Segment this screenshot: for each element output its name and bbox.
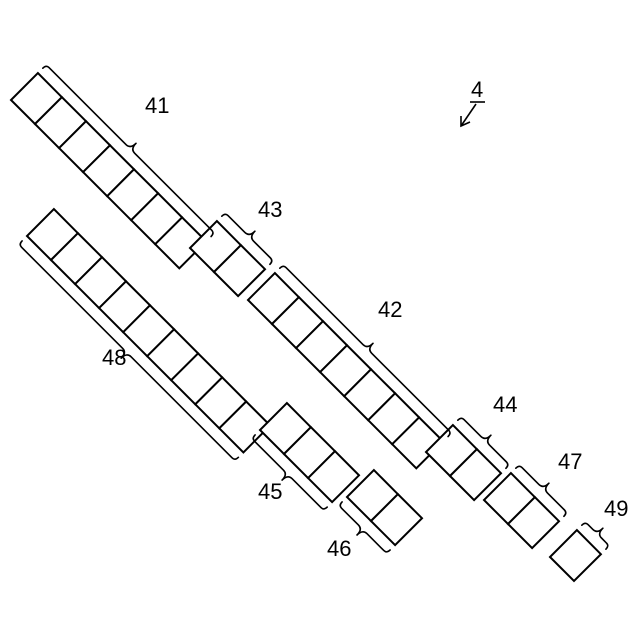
group-label-44: 44 <box>493 392 517 417</box>
group-label-41: 41 <box>145 93 169 118</box>
reference-numeral: 4 <box>471 77 483 102</box>
group-label-45: 45 <box>258 479 282 504</box>
group-label-42: 42 <box>378 297 402 322</box>
group-label-43: 43 <box>258 197 282 222</box>
cell-blocks <box>11 73 601 581</box>
brace-48 <box>20 241 238 459</box>
group-label-46: 46 <box>327 536 351 561</box>
cell-49-1 <box>550 530 601 581</box>
group-label-47: 47 <box>558 449 582 474</box>
group-label-48: 48 <box>102 345 126 370</box>
group-label-49: 49 <box>604 496 628 521</box>
